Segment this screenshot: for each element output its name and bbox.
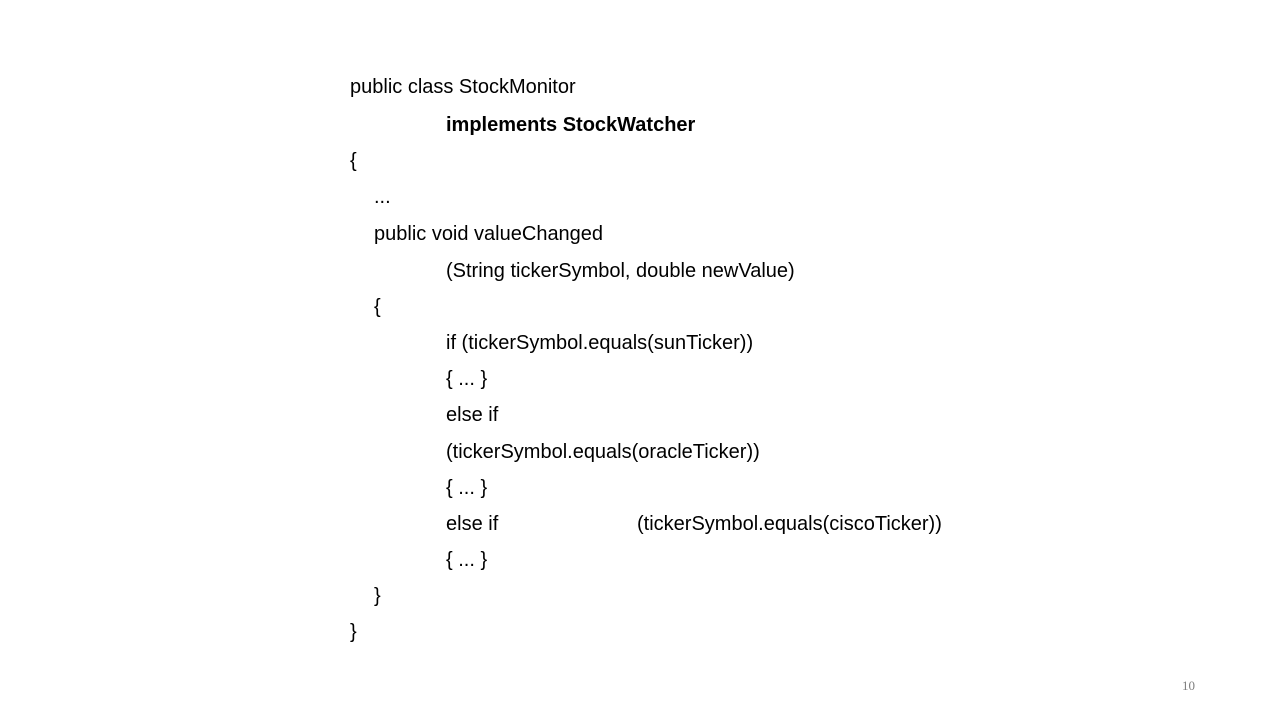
code-line-oracle-condition: (tickerSymbol.equals(oracleTicker)) [446,441,760,463]
code-line-method-close-brace: } [374,585,381,607]
code-line-block-oracle: { ... } [446,477,488,499]
code-line-method-params: (String tickerSymbol, double newValue) [446,260,795,282]
code-line-implements: implements StockWatcher [446,114,696,136]
code-line-method-open-brace: { [374,296,381,318]
code-line-block-sun: { ... } [446,368,488,390]
code-line-block-cisco: { ... } [446,549,488,571]
code-line-method-declaration: public void valueChanged [374,223,604,245]
code-line-class-open-brace: { [350,150,357,172]
code-line-cisco-condition: (tickerSymbol.equals(ciscoTicker)) [637,513,942,535]
code-line-if-sun: if (tickerSymbol.equals(sunTicker)) [446,332,754,354]
code-line-class-declaration: public class StockMonitor [350,76,576,98]
code-line-else-if-cisco: else if [446,513,499,535]
code-line-class-close-brace: } [350,621,357,643]
code-line-ellipsis: ... [374,186,391,208]
page-number: 10 [1182,678,1195,693]
code-line-else-if-oracle: else if [446,404,499,426]
